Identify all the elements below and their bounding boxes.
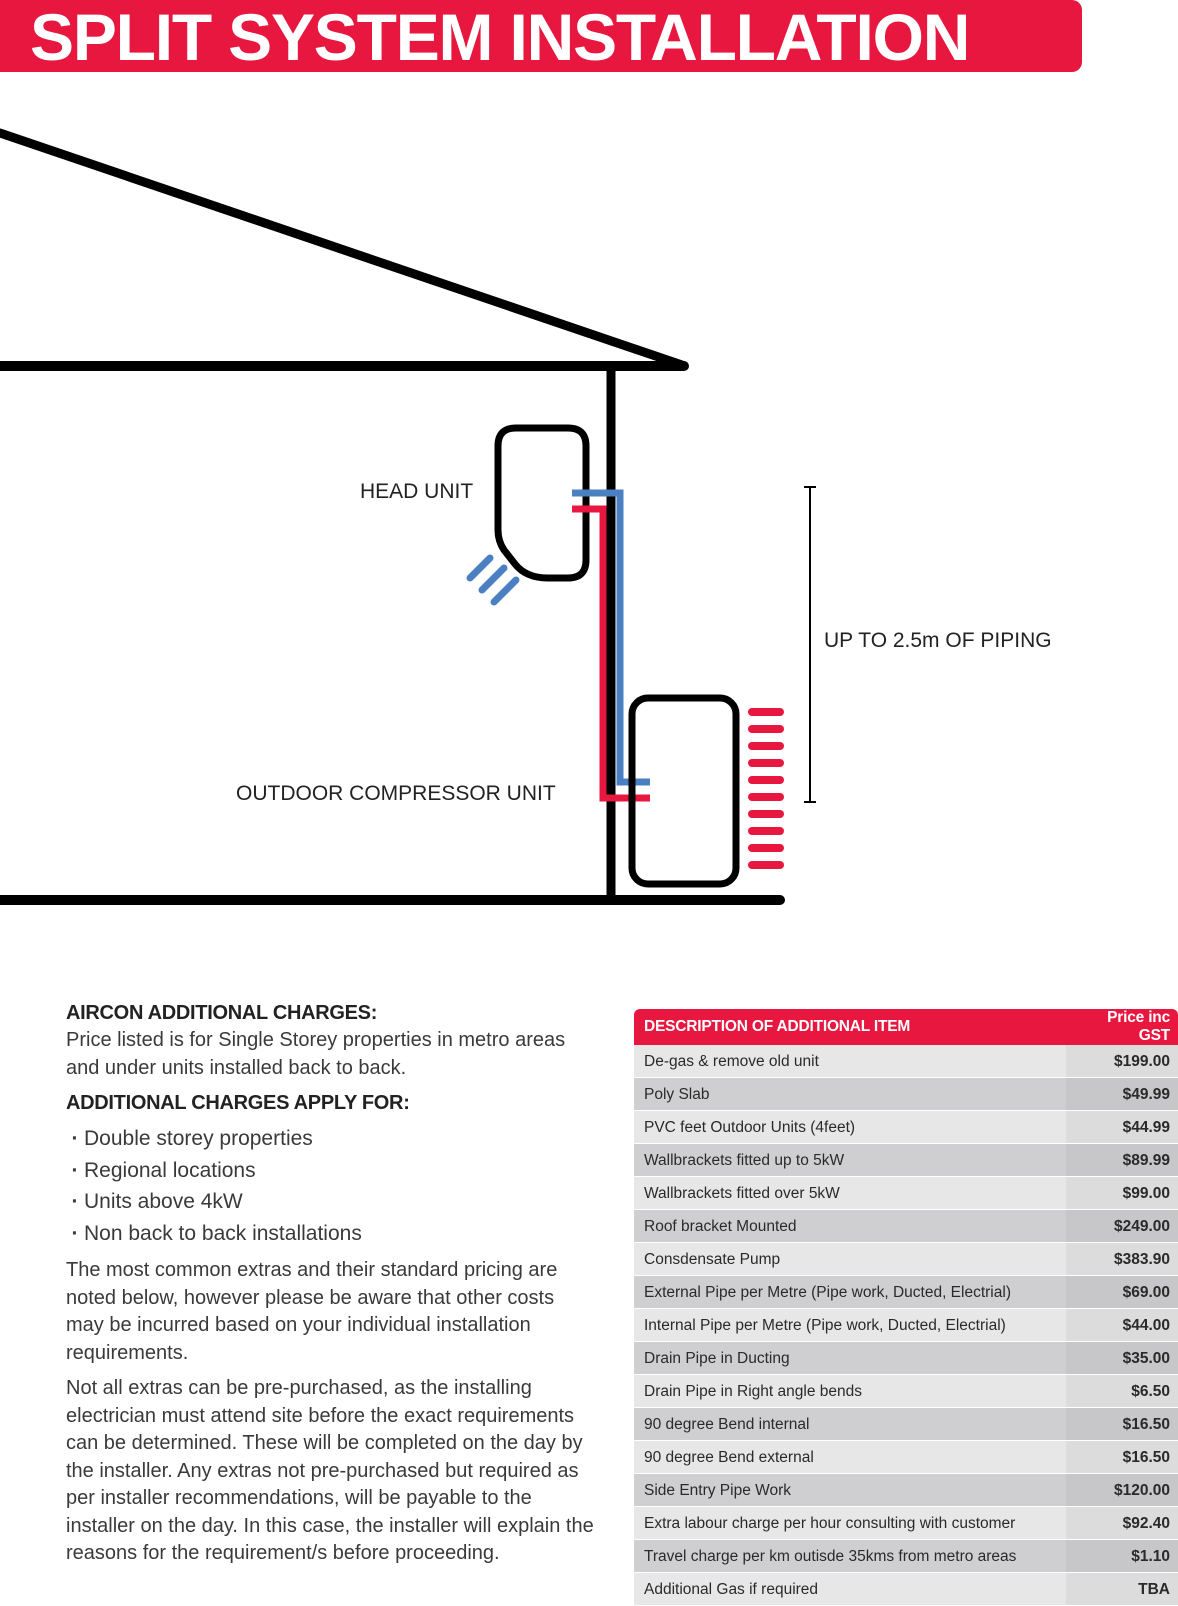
item-description: 90 degree Bend external	[634, 1441, 1066, 1474]
item-description: Consdensate Pump	[634, 1243, 1066, 1276]
prepurchase-note: Not all extras can be pre-purchased, as …	[66, 1377, 594, 1564]
item-price: $44.00	[1066, 1309, 1178, 1342]
table-row: Drain Pipe in Ducting$35.00	[634, 1342, 1178, 1375]
table-row: Drain Pipe in Right angle bends$6.50	[634, 1375, 1178, 1408]
item-price: $199.00	[1066, 1045, 1178, 1078]
charges-intro: Price listed is for Single Storey proper…	[66, 1029, 566, 1079]
item-price: $35.00	[1066, 1342, 1178, 1375]
title-banner: SPLIT SYSTEM INSTALLATION	[0, 0, 1082, 74]
item-price: $44.99	[1066, 1111, 1178, 1144]
item-price: $249.00	[1066, 1210, 1178, 1243]
item-description: Additional Gas if required	[634, 1573, 1066, 1606]
cool-air-icon	[466, 554, 520, 606]
item-price: $120.00	[1066, 1474, 1178, 1507]
item-price: $92.40	[1066, 1507, 1178, 1540]
item-price: $69.00	[1066, 1276, 1178, 1309]
red-pipe	[572, 505, 650, 802]
table-row: Consdensate Pump$383.90	[634, 1243, 1178, 1276]
roof-line	[0, 128, 687, 370]
table-row: 90 degree Bend internal$16.50	[634, 1408, 1178, 1441]
charges-heading: AIRCON ADDITIONAL CHARGES:	[66, 1002, 378, 1024]
column-header-description: DESCRIPTION OF ADDITIONAL ITEM	[634, 1009, 1066, 1045]
list-item: Non back to back installations	[66, 1218, 596, 1250]
pricing-note: The most common extras and their standar…	[66, 1259, 558, 1364]
table-row: Side Entry Pipe Work$120.00	[634, 1474, 1178, 1507]
piping-label: UP TO 2.5m OF PIPING	[824, 629, 1052, 652]
item-description: Poly Slab	[634, 1078, 1066, 1111]
column-header-price: Price inc GST	[1066, 1009, 1178, 1045]
apply-list: Double storey properties Regional locati…	[66, 1123, 596, 1249]
item-description: Wallbrackets fitted over 5kW	[634, 1177, 1066, 1210]
item-price: $1.10	[1066, 1540, 1178, 1573]
additional-charges-table: DESCRIPTION OF ADDITIONAL ITEM Price inc…	[634, 1009, 1178, 1606]
heat-vent-icon	[748, 708, 784, 869]
item-price: $16.50	[1066, 1441, 1178, 1474]
table-row: Travel charge per km outisde 35kms from …	[634, 1540, 1178, 1573]
outdoor-unit-label: OUTDOOR COMPRESSOR UNIT	[236, 782, 556, 805]
item-description: External Pipe per Metre (Pipe work, Duct…	[634, 1276, 1066, 1309]
installation-diagram: HEAD UNIT OUTDOOR COMPRESSOR UNIT UP TO …	[0, 72, 1178, 972]
item-description: Side Entry Pipe Work	[634, 1474, 1066, 1507]
item-description: Internal Pipe per Metre (Pipe work, Duct…	[634, 1309, 1066, 1342]
head-unit-label: HEAD UNIT	[360, 480, 474, 503]
item-price: $49.99	[1066, 1078, 1178, 1111]
table-row: Extra labour charge per hour consulting …	[634, 1507, 1178, 1540]
item-description: 90 degree Bend internal	[634, 1408, 1066, 1441]
item-description: Roof bracket Mounted	[634, 1210, 1066, 1243]
item-description: Drain Pipe in Right angle bends	[634, 1375, 1066, 1408]
table-row: PVC feet Outdoor Units (4feet)$44.99	[634, 1111, 1178, 1144]
item-price: $16.50	[1066, 1408, 1178, 1441]
charges-info: AIRCON ADDITIONAL CHARGES: Price listed …	[66, 1002, 596, 1568]
item-price: $383.90	[1066, 1243, 1178, 1276]
table-row: Wallbrackets fitted up to 5kW$89.99	[634, 1144, 1178, 1177]
table-row: Roof bracket Mounted$249.00	[634, 1210, 1178, 1243]
table-row: Poly Slab$49.99	[634, 1078, 1178, 1111]
item-description: PVC feet Outdoor Units (4feet)	[634, 1111, 1066, 1144]
house-diagram-svg	[0, 128, 816, 905]
item-price: $6.50	[1066, 1375, 1178, 1408]
list-item: Units above 4kW	[66, 1186, 596, 1218]
outdoor-unit-shape	[628, 694, 740, 888]
table-row: De-gas & remove old unit$199.00	[634, 1045, 1178, 1078]
piping-dimension-marker	[804, 486, 816, 803]
table-header-row: DESCRIPTION OF ADDITIONAL ITEM Price inc…	[634, 1009, 1178, 1045]
table-row: 90 degree Bend external$16.50	[634, 1441, 1178, 1474]
item-description: De-gas & remove old unit	[634, 1045, 1066, 1078]
page-title: SPLIT SYSTEM INSTALLATION	[30, 0, 970, 74]
item-description: Extra labour charge per hour consulting …	[634, 1507, 1066, 1540]
list-item: Regional locations	[66, 1155, 596, 1187]
item-price: $89.99	[1066, 1144, 1178, 1177]
apply-heading: ADDITIONAL CHARGES APPLY FOR:	[66, 1092, 410, 1114]
item-description: Drain Pipe in Ducting	[634, 1342, 1066, 1375]
table-row: Internal Pipe per Metre (Pipe work, Duct…	[634, 1309, 1178, 1342]
item-price: TBA	[1066, 1573, 1178, 1606]
item-description: Wallbrackets fitted up to 5kW	[634, 1144, 1066, 1177]
item-price: $99.00	[1066, 1177, 1178, 1210]
list-item: Double storey properties	[66, 1123, 596, 1155]
item-description: Travel charge per km outisde 35kms from …	[634, 1540, 1066, 1573]
table-row: Wallbrackets fitted over 5kW$99.00	[634, 1177, 1178, 1210]
head-unit-shape	[494, 424, 590, 582]
table-row: External Pipe per Metre (Pipe work, Duct…	[634, 1276, 1178, 1309]
